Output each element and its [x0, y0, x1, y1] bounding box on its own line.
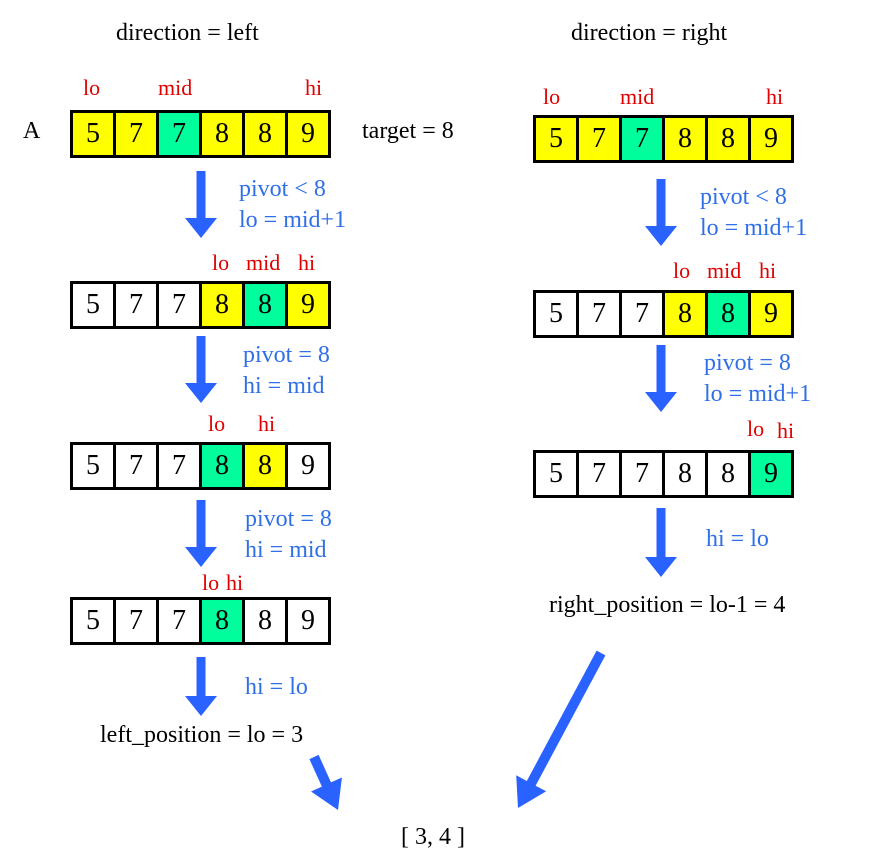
array-cell: 7: [579, 293, 619, 335]
target-label: target = 8: [362, 118, 454, 144]
array-cell: 7: [159, 445, 199, 487]
array-cell: 5: [73, 445, 113, 487]
array-cell: 7: [116, 284, 156, 326]
array-cell: 9: [288, 113, 328, 155]
array-cell: 9: [751, 293, 791, 335]
array-cell: 5: [73, 284, 113, 326]
step-action-label: hi = lo: [245, 674, 308, 700]
array-cell: 5: [536, 118, 576, 160]
array-cell: 7: [159, 600, 199, 642]
right-result-label: right_position = lo-1 = 4: [549, 592, 786, 618]
step-action-label: pivot < 8: [239, 176, 326, 202]
step-action-label: lo = mid+1: [704, 381, 812, 407]
pointer-hi-label: hi: [298, 250, 316, 275]
step-action-label: pivot < 8: [700, 184, 787, 210]
array-name-label: A: [23, 118, 41, 144]
down-arrow-icon: [185, 500, 217, 567]
pointer-hi-label: hi: [226, 570, 244, 595]
array-cell: 8: [245, 284, 285, 326]
step-action-label: hi = lo: [706, 526, 769, 552]
array-cell: 7: [579, 118, 619, 160]
pointer-lo-label: lo: [83, 75, 101, 100]
array-cell: 9: [288, 284, 328, 326]
pointer-hi-label: hi: [766, 84, 784, 109]
pointer-lo-label: lo: [212, 250, 230, 275]
array-cell: 7: [116, 445, 156, 487]
array-cell: 5: [536, 453, 576, 495]
array-cell: 7: [622, 453, 662, 495]
array-cell: 9: [751, 118, 791, 160]
final-result-label: [ 3, 4 ]: [401, 824, 465, 850]
array-cell: 8: [708, 453, 748, 495]
diagonal-arrow-icon: [516, 650, 606, 808]
diagonal-arrow-icon: [309, 754, 342, 810]
pointer-mid-label: mid: [158, 75, 193, 100]
step-action-label: pivot = 8: [243, 342, 330, 368]
array-cell: 7: [622, 118, 662, 160]
down-arrow-icon: [185, 171, 217, 238]
step-action-label: hi = mid: [243, 373, 325, 399]
array-cell: 8: [245, 445, 285, 487]
array-cell: 5: [73, 600, 113, 642]
array-cell: 8: [665, 293, 705, 335]
array-cell: 7: [579, 453, 619, 495]
pointer-mid-label: mid: [620, 84, 655, 109]
array-cell: 8: [245, 600, 285, 642]
pointer-mid-label: mid: [707, 258, 742, 283]
array-cell: 8: [202, 113, 242, 155]
pointer-lo-label: lo: [673, 258, 691, 283]
pointer-lo-label: lo: [543, 84, 561, 109]
array-cell: 8: [202, 600, 242, 642]
array-cell: 9: [288, 445, 328, 487]
down-arrow-icon: [185, 336, 217, 403]
step-action-label: lo = mid+1: [239, 207, 347, 233]
array-cell: 8: [708, 118, 748, 160]
step-action-label: hi = mid: [245, 537, 327, 563]
pointer-hi-label: hi: [258, 411, 276, 436]
pointer-lo-label: lo: [202, 570, 220, 595]
step-action-label: pivot = 8: [704, 350, 791, 376]
array-cell: 8: [202, 284, 242, 326]
array-cell: 8: [708, 293, 748, 335]
array-cell: 5: [73, 113, 113, 155]
down-arrow-icon: [645, 345, 677, 412]
step-action-label: pivot = 8: [245, 506, 332, 532]
array-cell: 8: [202, 445, 242, 487]
array-cell: 9: [288, 600, 328, 642]
pointer-hi-label: hi: [777, 418, 795, 443]
array-cell: 8: [665, 453, 705, 495]
left-heading: direction = left: [116, 20, 259, 46]
down-arrow-icon: [645, 508, 677, 577]
pointer-lo-label: lo: [747, 416, 765, 441]
array-cell: 7: [159, 284, 199, 326]
array-cell: 7: [622, 293, 662, 335]
array-cell: 9: [751, 453, 791, 495]
right-heading: direction = right: [571, 20, 728, 46]
array-cell: 8: [665, 118, 705, 160]
pointer-mid-label: mid: [246, 250, 281, 275]
pointer-hi-label: hi: [759, 258, 777, 283]
pointer-hi-label: hi: [305, 75, 323, 100]
array-cell: 7: [116, 600, 156, 642]
array-cell: 5: [536, 293, 576, 335]
pointer-lo-label: lo: [208, 411, 226, 436]
array-cell: 7: [159, 113, 199, 155]
array-cell: 8: [245, 113, 285, 155]
left-result-label: left_position = lo = 3: [100, 722, 304, 748]
array-cell: 7: [116, 113, 156, 155]
down-arrow-icon: [645, 179, 677, 246]
step-action-label: lo = mid+1: [700, 215, 808, 241]
down-arrow-icon: [185, 657, 217, 716]
